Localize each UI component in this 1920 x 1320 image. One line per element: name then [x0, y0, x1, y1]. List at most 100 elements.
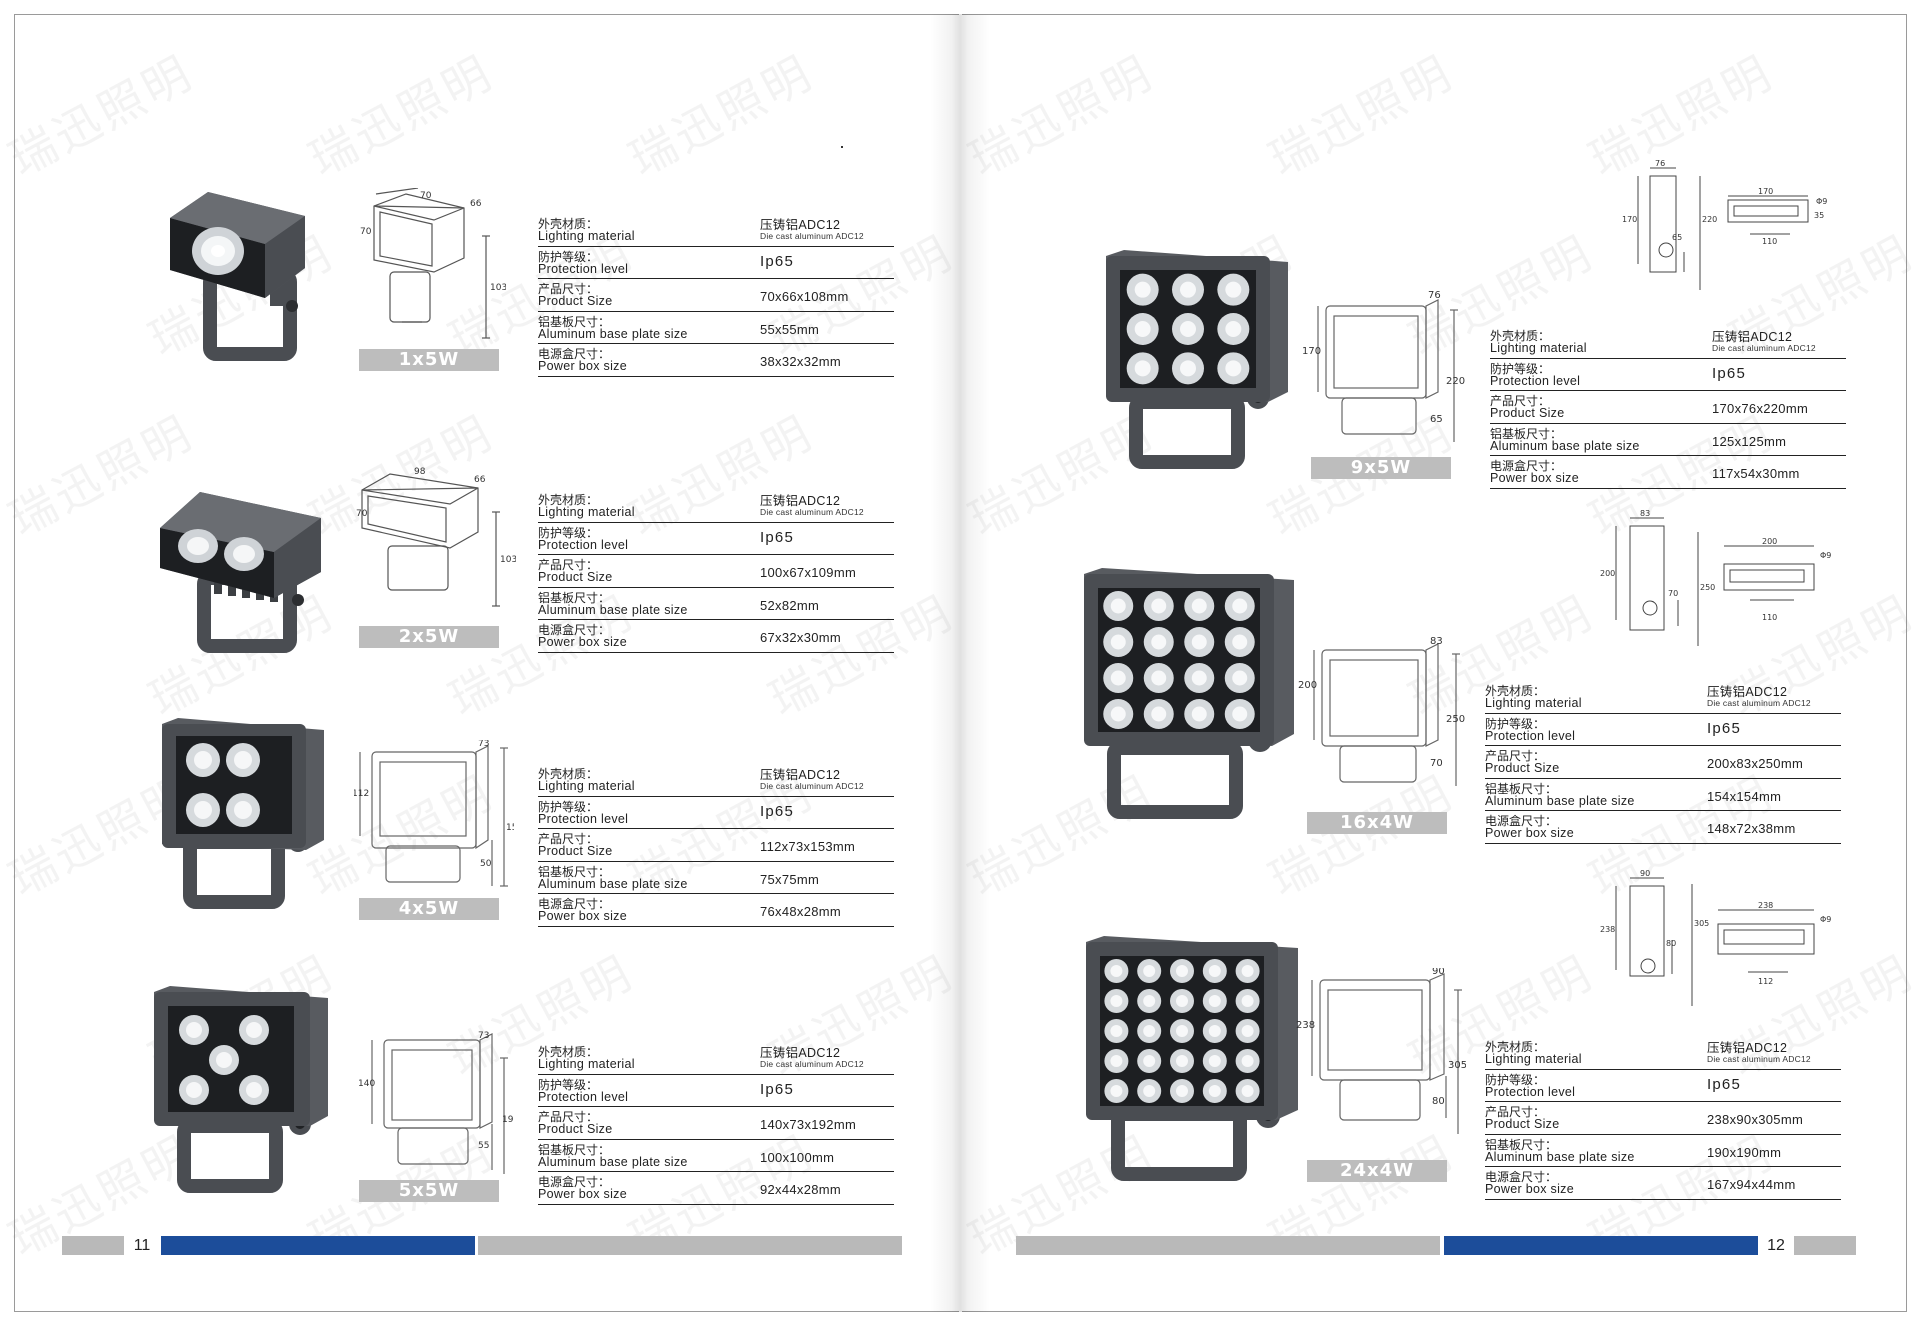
led-core	[1143, 1025, 1156, 1037]
spec-row-plate: 铝基板尺寸： Aluminum base plate size 55x55mm	[538, 312, 894, 345]
tech-dim-spacing: 112	[1758, 977, 1773, 986]
led-core	[1110, 634, 1126, 650]
led-core	[1110, 1025, 1123, 1037]
line-drawing-1x5w: 70 66 70 103	[360, 188, 506, 339]
product-photo-9x5w	[1106, 250, 1288, 469]
led-core	[1134, 281, 1151, 298]
led-core	[1143, 1085, 1156, 1097]
product-label-24x4w: 24x4W	[1307, 1160, 1447, 1182]
led-core	[1241, 995, 1254, 1007]
led-core	[1110, 995, 1123, 1007]
spec-row-powerbox: 电源盒尺寸： Power box size 38x32x32mm	[538, 344, 894, 377]
tech-drawing-16x4w: 83 200 250 70 200 Φ9 110	[1600, 510, 1831, 646]
dimension-height: 103	[490, 283, 506, 293]
line-drawing-5x5w: 73 140 192 55	[358, 1031, 514, 1174]
led-core	[1180, 360, 1196, 377]
tech-dim-height: 305	[1694, 919, 1709, 928]
led-core	[1241, 965, 1254, 977]
line-drawing-2x5w: 98 66 70 103	[356, 467, 516, 607]
led-core	[1110, 598, 1126, 614]
dimension-side: 70	[356, 509, 368, 519]
led-core	[1225, 360, 1242, 377]
dimension-height: 192	[502, 1115, 514, 1125]
product-photo-2x5w	[160, 492, 321, 653]
tech-drawing-9x5w: 76 170 220 65 170 Φ9 35 110	[1622, 160, 1827, 290]
led-core	[1134, 360, 1151, 377]
tech-dim-width: 200	[1600, 569, 1615, 578]
line-drawing-9x5w: 76 170 220 65	[1302, 290, 1465, 442]
led-core	[1191, 634, 1207, 650]
led-core	[1191, 598, 1207, 614]
dimension-depth: 76	[1428, 290, 1441, 301]
product-photo-16x4w	[1084, 568, 1294, 819]
product-photo-24x4w	[1086, 936, 1298, 1181]
spec-table-1x5w: 外壳材质： Lighting material 压铸铝ADC12 Die cas…	[538, 214, 894, 377]
dimension-height: 305	[1448, 1060, 1466, 1071]
led-core	[1176, 1025, 1188, 1037]
dimension-depth: 66	[470, 199, 482, 209]
tech-dim-hole: Φ9	[1820, 551, 1831, 560]
tech-dim-box-length: 170	[1758, 187, 1773, 196]
dimension-bracket: 65	[1430, 414, 1443, 425]
led-core	[1134, 321, 1151, 337]
led-core	[1176, 1085, 1188, 1097]
led-core	[1143, 965, 1156, 977]
footer-bar-right-grey-b	[1794, 1236, 1856, 1255]
led-core	[1110, 1055, 1123, 1067]
dimension-height: 220	[1446, 376, 1465, 387]
led-core	[1241, 1085, 1254, 1097]
footer-bar-left-grey-b	[478, 1236, 902, 1255]
led-core	[1180, 281, 1196, 298]
led-core	[1232, 670, 1248, 686]
footer-bar-right-blue	[1444, 1236, 1758, 1255]
led-core	[1208, 1055, 1221, 1067]
spec-row-protection: 防护等级： Protection level Ip65	[538, 247, 894, 280]
page-fold-shadow	[930, 14, 990, 1312]
product-photo-5x5w	[154, 986, 328, 1193]
dimension-height: 250	[1446, 714, 1465, 725]
led-core	[1110, 1085, 1123, 1097]
tech-dim-bracket: 80	[1666, 939, 1676, 948]
dimension-height: 153	[506, 823, 514, 833]
led-core	[1151, 634, 1167, 650]
dimension-depth: 73	[478, 1031, 489, 1041]
dimension-width: 140	[358, 1079, 375, 1089]
tech-dim-height: 250	[1700, 583, 1715, 592]
led-core	[1232, 706, 1248, 722]
dimension-width: 70	[420, 191, 432, 201]
led-core	[1151, 598, 1167, 614]
page-number-left: 11	[124, 1236, 160, 1255]
dimension-depth: 90	[1432, 968, 1445, 977]
led-core	[1176, 1055, 1188, 1067]
led-core	[1208, 995, 1221, 1007]
tech-dim-hole: Φ9	[1816, 197, 1827, 206]
tech-dim-height: 220	[1702, 215, 1717, 224]
line-drawing-24x4w: 90 238 305 80	[1296, 968, 1466, 1134]
product-label-16x4w: 16x4W	[1307, 812, 1447, 834]
tech-dim-depth: 76	[1655, 160, 1665, 168]
led-core	[1191, 670, 1207, 686]
tech-dim-spacing: 110	[1762, 237, 1777, 246]
led-core	[1241, 1025, 1254, 1037]
tech-dim-bracket: 70	[1668, 589, 1678, 598]
dimension-bracket: 70	[1430, 758, 1443, 769]
line-drawing-16x4w: 83 200 250 70	[1298, 636, 1465, 786]
tech-drawing-24x4w: 90 238 305 80 238 Φ9 112	[1600, 870, 1831, 1006]
led-core	[1208, 965, 1221, 977]
footer-bar-right-grey-a	[1016, 1236, 1440, 1255]
led-core	[1208, 1025, 1221, 1037]
line-drawing-4x5w: 73 112 153 50	[354, 740, 514, 887]
tech-dim-box-length: 238	[1758, 901, 1773, 910]
led-core	[1191, 706, 1207, 722]
led-core	[1176, 995, 1188, 1007]
product-label-4x5w: 4x5W	[359, 898, 499, 920]
dimension-bracket: 50	[480, 859, 492, 869]
product-label-9x5w: 9x5W	[1311, 457, 1451, 479]
dimension-width: 238	[1296, 1020, 1315, 1031]
dimension-width: 98	[414, 467, 426, 477]
led-core	[1225, 281, 1242, 298]
page-number-right: 12	[1758, 1236, 1794, 1255]
